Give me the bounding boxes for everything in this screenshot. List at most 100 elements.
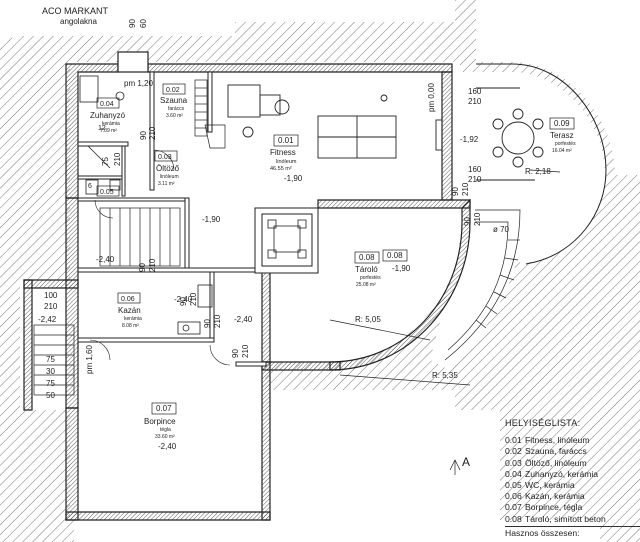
room-labels: 0.01 Fitness linóleum 46.55 m² -1,90 0.0… xyxy=(90,83,576,451)
dim-label: 75 xyxy=(46,379,55,388)
dim-label: 90 xyxy=(451,187,460,196)
room-name: Zuhanyzó xyxy=(90,111,126,120)
room-number: 0.09 xyxy=(554,119,570,128)
dim-label: 90 xyxy=(138,263,147,272)
room-list-num: 0.03 xyxy=(505,457,522,468)
room-floor: porfestés xyxy=(555,141,576,147)
dim-label: 90 xyxy=(179,297,188,306)
room-number: 0.03 xyxy=(158,154,172,161)
room-name: Terasz xyxy=(550,131,574,140)
level-label: -2,40 xyxy=(234,315,253,324)
dim-label: 210 xyxy=(213,314,222,328)
room-name: Tároló xyxy=(355,265,378,274)
shower-fixtures xyxy=(79,75,125,195)
dim-label: 90 xyxy=(231,349,240,358)
room-list-text: Zuhanyzó, kerámia xyxy=(525,468,599,479)
dim-label: 210 xyxy=(461,182,470,196)
hall-table xyxy=(267,219,307,259)
dim-label: 30 xyxy=(46,367,55,376)
room-list-text: Szauna, faráccs xyxy=(525,446,587,457)
dim-label: 6 xyxy=(88,183,92,190)
room-area: 3.11 m² xyxy=(158,181,175,187)
level-label: -1,92 xyxy=(460,135,479,144)
pm-label: pm 1,20 xyxy=(124,79,153,88)
stairs xyxy=(33,207,521,396)
dim-label: 210 xyxy=(148,126,157,140)
radius-label: R: 5,35 xyxy=(432,371,458,380)
room-number: 0.06 xyxy=(121,296,135,303)
level-label: -1,90 xyxy=(202,215,221,224)
dim-label: 210 xyxy=(241,344,250,358)
dim-label: 90 xyxy=(203,319,212,328)
room-area: 46.55 m² xyxy=(270,166,292,172)
room-number: 0.08 xyxy=(387,251,403,260)
room-number: 0.08 xyxy=(359,253,375,262)
dim-label: 90 xyxy=(139,131,148,140)
room-floor: porfestés xyxy=(360,275,381,281)
room-list-text: Tároló, simított beton xyxy=(525,513,606,524)
pm-label: pm 0,00 xyxy=(427,83,436,112)
dim-label: 50 xyxy=(46,391,55,400)
room-list-text: Kazán, kerámia xyxy=(525,491,585,502)
radius-label: R: 2,18 xyxy=(525,167,551,176)
room-name: Szauna xyxy=(160,96,188,105)
room-number: 0.05 xyxy=(100,189,114,196)
brand-sub-label: angolakna xyxy=(60,17,97,26)
level-label: -2,40 xyxy=(96,255,115,264)
room-area: 25.08 m² xyxy=(356,282,376,288)
dim-label: 90 xyxy=(128,19,137,28)
dimension-labels: ACO MARKANT angolakna 90 60 pm 1,20 pm 0… xyxy=(38,6,551,469)
room-area: 16.04 m² xyxy=(552,148,572,154)
room-name: Borpince xyxy=(144,417,176,426)
dim-label: 210 xyxy=(473,212,482,226)
room-area: 8.08 m² xyxy=(122,323,139,329)
room-list-footer: Hasznos összesen: xyxy=(505,525,640,539)
brand-label: ACO MARKANT xyxy=(42,6,109,16)
room-number: 0.02 xyxy=(166,87,180,94)
fitness-furniture xyxy=(227,84,443,159)
room-area: 33.60 m² xyxy=(155,434,175,440)
dim-label: 210 xyxy=(113,152,122,166)
radius-label: R: 5,05 xyxy=(355,315,381,324)
boiler-fixtures xyxy=(177,284,213,335)
room-list-num: 0.08 xyxy=(505,513,522,524)
room-number: 0.04 xyxy=(100,101,114,108)
room-list-text: Fitness, linóleum xyxy=(525,435,590,446)
room-level: -1,90 xyxy=(392,264,411,273)
dim-label: 60 xyxy=(139,19,148,28)
room-list-num: 0.01 xyxy=(505,435,522,446)
door-arcs xyxy=(89,149,231,366)
room-name: Kazán xyxy=(118,306,141,315)
level-label: -2,42 xyxy=(38,315,57,324)
room-number: 0.01 xyxy=(278,136,294,145)
dim-label: 210 xyxy=(468,175,482,184)
room-list-text: Borpince, tégla xyxy=(525,502,583,513)
room-list-num: 0.05 xyxy=(505,480,522,491)
dim-label: 160 xyxy=(468,165,482,174)
level-label: -2,40 xyxy=(174,295,193,304)
interior-walls xyxy=(77,71,319,367)
room-list-text: Öltöző, linóleum xyxy=(525,457,587,468)
sauna-bench xyxy=(194,79,226,149)
room-list-text: WC, kerámia xyxy=(525,480,575,491)
room-area: 3.60 m² xyxy=(166,113,183,119)
dim-label: 210 xyxy=(468,97,482,106)
room-list-num: 0.04 xyxy=(505,468,522,479)
room-floor: tégla xyxy=(160,427,171,433)
room-floor: kerámia xyxy=(124,316,142,322)
room-list-title: HELYISÉGLISTA: xyxy=(505,418,581,428)
room-floor: linóleum xyxy=(160,174,179,180)
dim-label: 90 xyxy=(463,217,472,226)
dim-label: 210 xyxy=(148,258,157,272)
dim-label: 210 xyxy=(189,292,198,306)
dim-label: 12 xyxy=(98,125,106,132)
